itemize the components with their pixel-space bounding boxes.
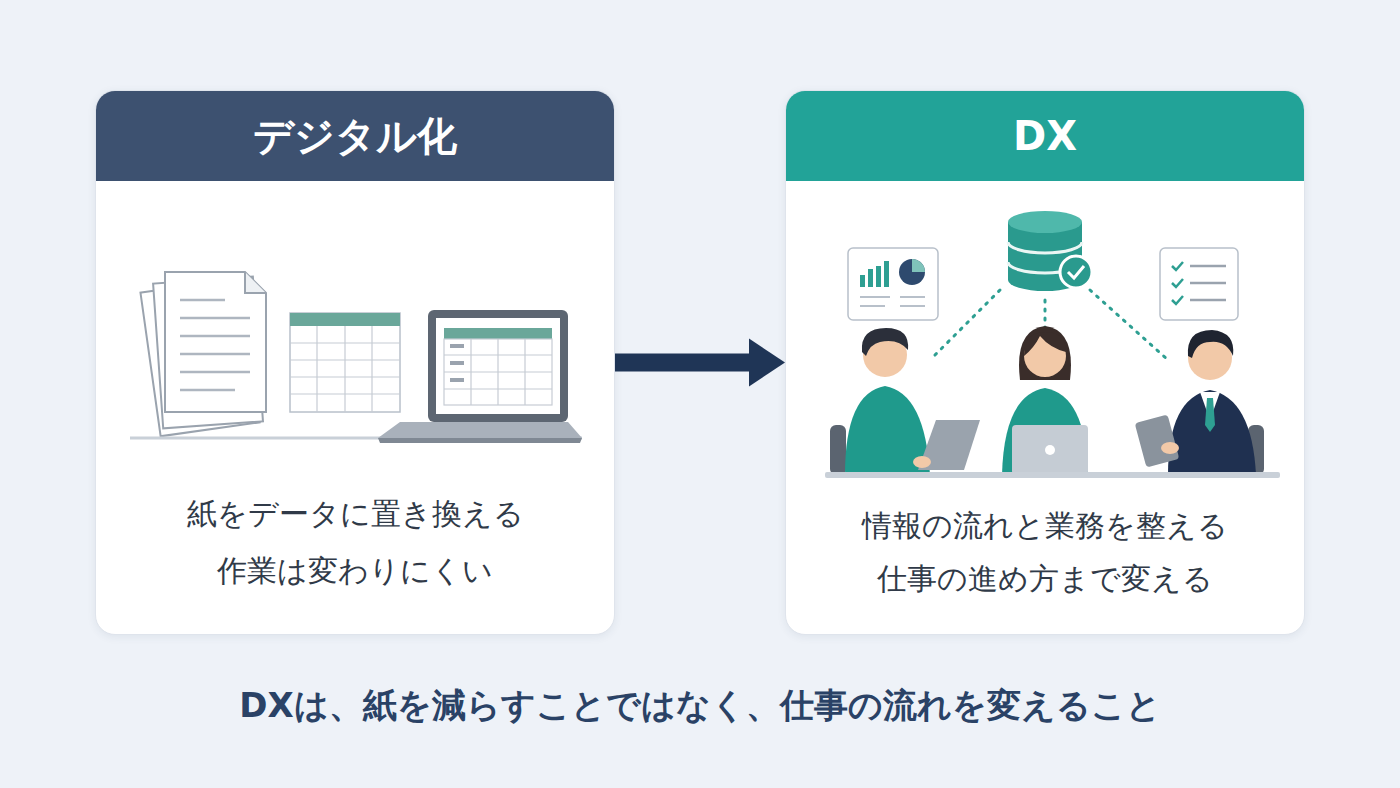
comparison-card: デジタル化紙をデータに置き換える作業は変わりにくい: [95, 90, 615, 635]
card-header: デジタル化: [96, 91, 614, 181]
spreadsheet: [290, 313, 400, 412]
person-left: [845, 328, 980, 475]
chairs: [830, 425, 1264, 475]
laptop: [378, 310, 582, 443]
paper-stack: [140, 272, 266, 436]
card-text: 作業は変わりにくい: [96, 549, 614, 593]
database-icon: [1008, 211, 1092, 291]
person-center: [1002, 326, 1088, 475]
card-text: 情報の流れと業務を整える: [786, 504, 1304, 548]
card-header: DX: [786, 91, 1304, 181]
chart-card: [848, 248, 938, 320]
checklist-card: [1160, 248, 1238, 320]
arrow-head: [749, 339, 785, 387]
desk-line: [130, 437, 582, 440]
card-text: 仕事の進め方まで変える: [786, 557, 1304, 601]
caption: DXは、紙を減らすことではなく、仕事の流れを変えること: [0, 682, 1400, 728]
card-text: 紙をデータに置き換える: [96, 492, 614, 536]
comparison-card: DX 情報の流れと業務を整える仕事の進め方まで変える: [785, 90, 1305, 635]
flow-arrow: [615, 354, 751, 372]
table-line: [825, 472, 1280, 478]
data-link-dots: [930, 290, 1168, 360]
person-right: [1135, 330, 1256, 475]
